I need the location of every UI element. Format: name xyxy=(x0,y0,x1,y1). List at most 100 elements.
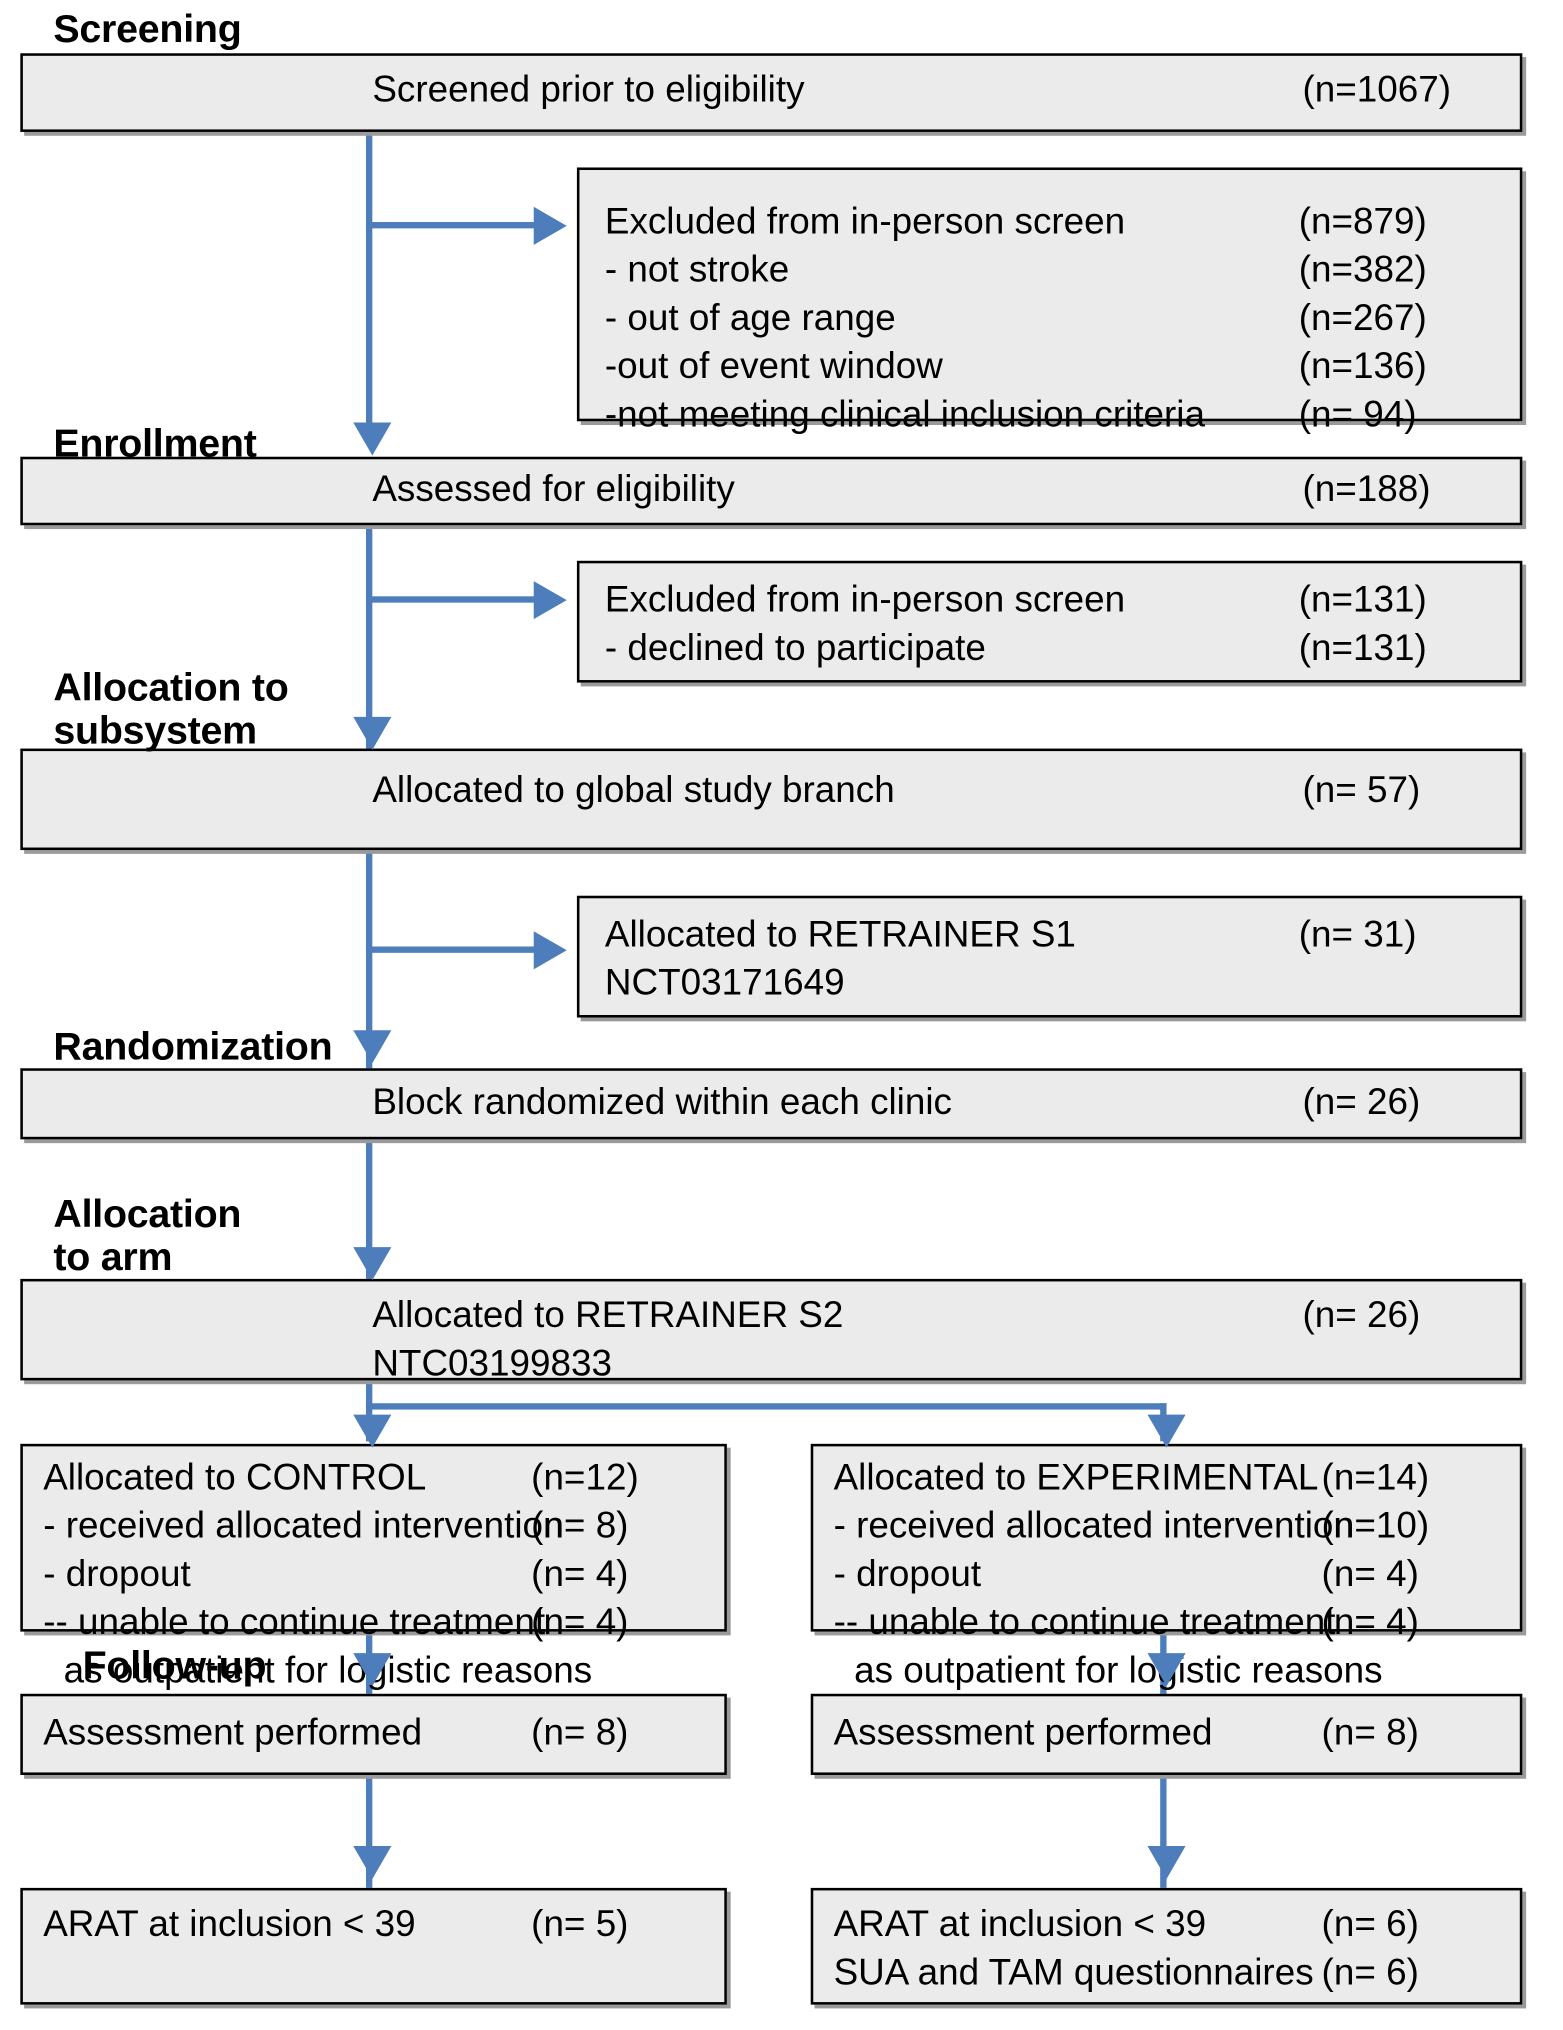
box-row: - received allocated intervention (n= 8) xyxy=(43,1502,706,1550)
box-row: Excluded from in-person screen (n=131) xyxy=(605,576,1502,624)
box-allocated-retrainer-s2: Allocated to RETRAINER S2 (n= 26) NTC031… xyxy=(20,1278,1523,1384)
box-row: SUA and TAM questionnaires (n= 6) xyxy=(834,1949,1502,1997)
box-label: Excluded from in-person screen xyxy=(604,579,1126,621)
box-n-value: (n=131) xyxy=(1298,628,1427,669)
arrow-to-excluded-screen xyxy=(533,206,567,245)
box-row: Assessed for eligibility (n=188) xyxy=(51,466,1492,514)
connector-screening-trunk xyxy=(365,128,373,433)
box-row: - dropout (n= 4) xyxy=(43,1550,706,1598)
box-label: ARAT at inclusion < 39 xyxy=(43,1904,416,1945)
box-label: Assessed for eligibility xyxy=(372,469,735,511)
box-subtitle: NTC03199833 xyxy=(372,1343,613,1385)
box-n-value: (n= 57) xyxy=(1302,770,1421,811)
arrow-to-retrainer-s1 xyxy=(533,931,567,970)
box-n-value: (n= 5) xyxy=(531,1904,629,1945)
box-row: - received allocated intervention (n=10) xyxy=(834,1502,1502,1550)
box-n-value: (n= 8) xyxy=(531,1712,629,1754)
box-row: Assessment performed (n= 8) xyxy=(834,1709,1502,1757)
connector-control-to-interim xyxy=(365,1773,373,1888)
box-n-value: (n=10) xyxy=(1321,1506,1430,1547)
box-n-value: (n=12) xyxy=(531,1457,639,1499)
box-n-value: (n=267) xyxy=(1298,298,1427,339)
box-label: Block randomized within each clinic xyxy=(372,1082,952,1123)
box-label: Allocated to EXPERIMENTAL xyxy=(833,1457,1319,1499)
box-excluded-declined: Excluded from in-person screen (n=131) -… xyxy=(576,560,1523,683)
connector-to-retrainer-s1 xyxy=(365,946,537,953)
stage-label-allocation-subsystem: Allocation to subsystem xyxy=(53,664,289,753)
connector-arm-split-bar xyxy=(365,1403,1167,1410)
box-label: -- unable to continue treatment xyxy=(43,1602,546,1644)
box-n-value: (n=188) xyxy=(1302,469,1431,511)
box-row: - not stroke (n=382) xyxy=(605,246,1502,294)
box-n-value: (n=131) xyxy=(1298,579,1427,621)
box-label: Assessment performed xyxy=(43,1712,423,1754)
box-n-value: (n= 8) xyxy=(531,1506,629,1547)
box-label: Allocated to RETRAINER S2 xyxy=(372,1295,844,1336)
box-row: Allocated to RETRAINER S2 (n= 26) xyxy=(51,1292,1492,1340)
arrow-to-block-random xyxy=(353,1030,392,1064)
arrow-to-retrainer-s2 xyxy=(353,1247,392,1281)
connector-to-excluded-declined xyxy=(365,596,537,603)
box-interim-control: ARAT at inclusion < 39 (n= 5) xyxy=(20,1887,727,2005)
box-allocated-global-branch: Allocated to global study branch (n= 57) xyxy=(20,748,1523,851)
box-label: ARAT at inclusion < 39 xyxy=(833,1904,1207,1945)
box-n-value: (n= 31) xyxy=(1298,914,1417,956)
box-n-value: (n= 94) xyxy=(1298,394,1417,436)
box-row: ARAT at inclusion < 39 (n= 5) xyxy=(43,1901,706,1949)
stage-label-screening: Screening xyxy=(53,6,242,51)
box-row: - out of age range (n=267) xyxy=(605,294,1502,342)
stage-label-allocation-arm: Allocation to arm xyxy=(53,1191,242,1279)
connector-arm-split-stem xyxy=(365,1376,373,1408)
box-label: -out of event window xyxy=(604,346,943,387)
box-allocated-control: Allocated to CONTROL (n=12) - received a… xyxy=(20,1443,727,1691)
box-label: Screened prior to eligibility xyxy=(372,69,805,111)
box-n-value: (n= 6) xyxy=(1321,1904,1419,1945)
box-n-value: (n= 4) xyxy=(1321,1602,1419,1644)
stage-label-enrollment: Enrollment xyxy=(53,421,257,466)
box-row: ARAT at inclusion < 39 (n= 6) xyxy=(834,1901,1502,1949)
box-excluded-from-screen: Excluded from in-person screen (n=879) -… xyxy=(576,167,1523,435)
box-row: - declined to participate (n=131) xyxy=(605,624,1502,672)
box-row: -not meeting clinical inclusion criteria… xyxy=(605,391,1502,439)
box-n-value: (n=1067) xyxy=(1302,69,1452,111)
box-label: Allocated to global study branch xyxy=(372,770,895,811)
box-label: Excluded from in-person screen xyxy=(604,201,1126,243)
box-n-value: (n= 8) xyxy=(1321,1712,1419,1754)
box-assessment-performed-control: Assessment performed (n= 8) xyxy=(20,1693,727,1775)
box-row: Allocated to global study branch (n= 57) xyxy=(51,766,1492,814)
box-row: -out of event window (n=136) xyxy=(605,343,1502,391)
box-label: -- unable to continue treatment xyxy=(833,1602,1336,1644)
box-label: - received allocated intervention xyxy=(833,1506,1354,1547)
box-n-value: (n= 4) xyxy=(531,1554,629,1595)
connector-to-excluded-screen xyxy=(365,222,537,229)
stage-label-followup: Follow-up xyxy=(82,1643,267,1688)
arrow-control-interim xyxy=(353,1846,392,1880)
connector-enrollment-trunk xyxy=(365,521,373,750)
arrow-to-excluded-declined xyxy=(533,581,567,620)
arrow-experimental-assessment xyxy=(1147,1653,1186,1687)
box-row: Allocated to EXPERIMENTAL (n=14) xyxy=(834,1454,1502,1502)
box-n-value: (n=382) xyxy=(1298,249,1427,291)
arrow-to-assessed xyxy=(353,422,392,456)
box-screened-prior-eligibility: Screened prior to eligibility (n=1067) xyxy=(20,53,1523,132)
box-n-value: (n=14) xyxy=(1321,1457,1430,1499)
connector-randomization-trunk xyxy=(365,1138,373,1316)
box-n-value: (n= 6) xyxy=(1321,1952,1419,1994)
box-label: SUA and TAM questionnaires xyxy=(833,1952,1314,1994)
arrow-experimental-interim xyxy=(1147,1846,1186,1880)
box-subtitle: NCT03171649 xyxy=(604,962,845,1004)
box-n-value: (n=136) xyxy=(1298,346,1427,387)
box-row: Allocated to RETRAINER S1 (n= 31) xyxy=(605,911,1502,959)
arrow-to-global-branch xyxy=(353,716,392,750)
box-label: - received allocated intervention xyxy=(43,1506,564,1547)
box-label: Allocated to CONTROL xyxy=(43,1457,427,1499)
box-n-value: (n= 26) xyxy=(1302,1295,1421,1336)
box-row: -- unable to continue treatment (n= 4) xyxy=(43,1599,706,1647)
arrow-to-control xyxy=(353,1414,392,1448)
box-row: -- unable to continue treatment (n= 4) xyxy=(834,1599,1502,1647)
box-assessment-performed-experimental: Assessment performed (n= 8) xyxy=(810,1693,1523,1775)
box-label: Allocated to RETRAINER S1 xyxy=(604,914,1076,956)
box-interim-experimental: ARAT at inclusion < 39 (n= 6) SUA and TA… xyxy=(810,1887,1523,2005)
box-label: - declined to participate xyxy=(604,628,986,669)
